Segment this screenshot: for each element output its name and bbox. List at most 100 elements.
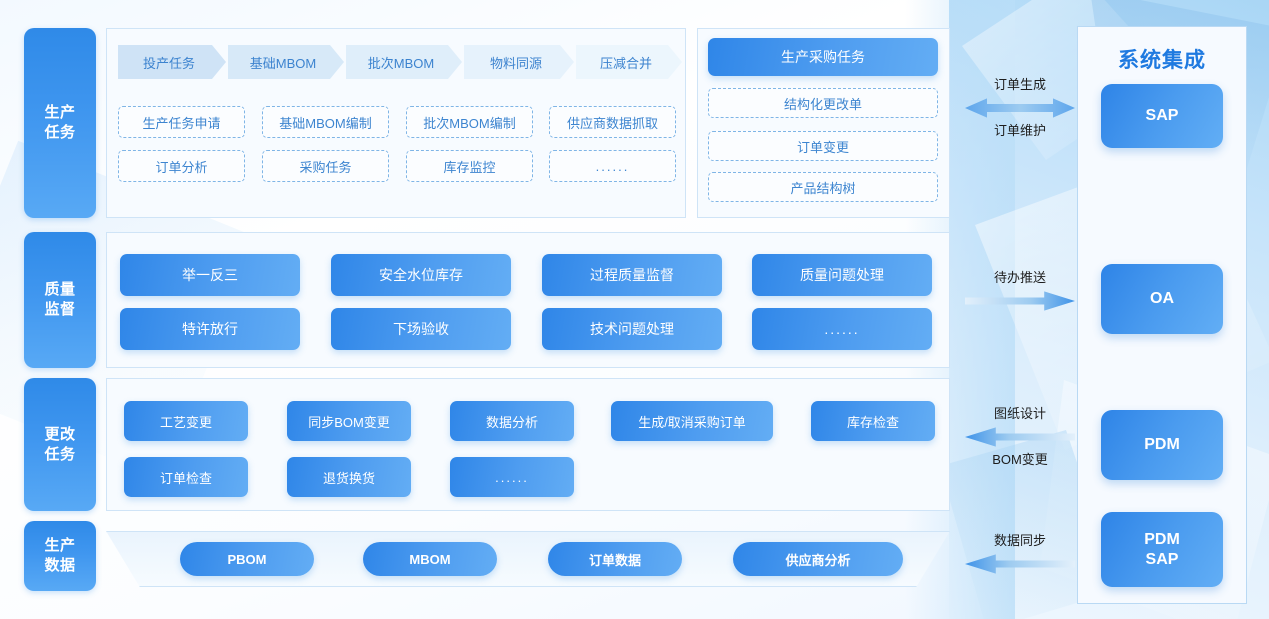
task-chip-label: 基础MBOM编制 bbox=[279, 115, 372, 131]
system-item-oa[interactable]: OA bbox=[1101, 264, 1223, 334]
category-label-line2: 任务 bbox=[44, 445, 76, 463]
task-chip[interactable]: 库存监控 bbox=[406, 150, 533, 182]
production-data-label: MBOM bbox=[409, 551, 451, 567]
quality-chip[interactable]: 特许放行 bbox=[120, 308, 300, 350]
arrow-top-label: 订单生成 bbox=[993, 77, 1046, 92]
chevron-step-4[interactable]: 物料同源 bbox=[464, 45, 574, 79]
system-item-pdm-sap[interactable]: PDM SAP bbox=[1101, 512, 1223, 587]
chevron-label: 批次MBOM bbox=[367, 55, 435, 71]
category-label-line2: 监督 bbox=[44, 301, 76, 318]
production-data-chip[interactable]: 订单数据 bbox=[548, 542, 682, 576]
task-chip-label: 库存监控 bbox=[443, 159, 496, 175]
change-chip-label: 工艺变更 bbox=[159, 414, 212, 430]
task-chip[interactable]: 生产任务申请 bbox=[118, 106, 245, 138]
quality-chip-label: 过程质量监督 bbox=[590, 267, 674, 283]
arrow-group-todo-push: 待办推送 bbox=[960, 268, 1080, 314]
quality-chip-label: ...... bbox=[824, 321, 860, 337]
change-chip-more[interactable]: ...... bbox=[450, 457, 574, 497]
change-chip-label: 生成/取消采购订单 bbox=[638, 414, 746, 430]
change-chip[interactable]: 工艺变更 bbox=[124, 401, 248, 441]
category-label-line2: 任务 bbox=[44, 124, 76, 141]
arrow-group-data-sync: 数据同步 bbox=[960, 531, 1080, 577]
category-label-line1: 更改 bbox=[44, 425, 76, 443]
change-chip-label: 数据分析 bbox=[485, 414, 538, 430]
change-chip[interactable]: 库存检查 bbox=[811, 401, 935, 441]
arrow-left-icon bbox=[965, 554, 1075, 574]
change-chip[interactable]: 数据分析 bbox=[450, 401, 574, 441]
arrow-top-label: 待办推送 bbox=[993, 270, 1046, 285]
task-chip-label: 批次MBOM编制 bbox=[423, 115, 516, 131]
arrow-bottom-label: 订单维护 bbox=[993, 123, 1046, 138]
quality-chip[interactable]: 安全水位库存 bbox=[331, 254, 511, 296]
production-data-chip[interactable]: MBOM bbox=[363, 542, 497, 576]
quality-chip[interactable]: 过程质量监督 bbox=[542, 254, 722, 296]
system-item-label: SAP bbox=[1145, 107, 1179, 124]
procurement-item-label: 产品结构树 bbox=[790, 180, 856, 196]
procurement-item-label: 结构化更改单 bbox=[783, 96, 862, 112]
production-data-label: PBOM bbox=[227, 551, 267, 567]
task-chip-more[interactable]: ...... bbox=[549, 150, 676, 182]
change-chip[interactable]: 退货换货 bbox=[287, 457, 411, 497]
arrow-top-label: 数据同步 bbox=[993, 533, 1046, 548]
category-tab-quality-supervision[interactable]: 质量 监督 bbox=[24, 232, 96, 368]
procurement-item-chip[interactable]: 结构化更改单 bbox=[708, 88, 938, 118]
quality-chip[interactable]: 技术问题处理 bbox=[542, 308, 722, 350]
system-item-label-line1: PDM bbox=[1144, 530, 1180, 548]
change-chip[interactable]: 订单检查 bbox=[124, 457, 248, 497]
bidirectional-arrow-icon bbox=[965, 98, 1075, 118]
quality-chip-label: 举一反三 bbox=[182, 267, 238, 283]
quality-chip[interactable]: 举一反三 bbox=[120, 254, 300, 296]
chevron-step-2[interactable]: 基础MBOM bbox=[228, 45, 344, 79]
system-item-pdm[interactable]: PDM bbox=[1101, 410, 1223, 480]
production-data-chip[interactable]: PBOM bbox=[180, 542, 314, 576]
arrow-bottom-label: BOM变更 bbox=[992, 452, 1048, 467]
task-chip[interactable]: 供应商数据抓取 bbox=[549, 106, 676, 138]
quality-chip-label: 下场验收 bbox=[393, 321, 449, 337]
quality-chip-label: 技术问题处理 bbox=[590, 321, 674, 337]
change-chip[interactable]: 同步BOM变更 bbox=[287, 401, 411, 441]
procurement-header-chip[interactable]: 生产采购任务 bbox=[708, 38, 938, 76]
category-tab-change-task[interactable]: 更改 任务 bbox=[24, 378, 96, 511]
quality-chip[interactable]: 下场验收 bbox=[331, 308, 511, 350]
quality-chip-more[interactable]: ...... bbox=[752, 308, 932, 350]
production-data-chip[interactable]: 供应商分析 bbox=[733, 542, 903, 576]
arrow-group-order: 订单生成 订单维护 bbox=[960, 75, 1080, 141]
system-item-label: OA bbox=[1150, 290, 1174, 307]
category-label-line1: 生产 bbox=[44, 537, 76, 554]
task-chip[interactable]: 采购任务 bbox=[262, 150, 389, 182]
chevron-label: 压减合并 bbox=[599, 55, 652, 71]
production-data-label: 供应商分析 bbox=[785, 552, 851, 568]
procurement-header-label: 生产采购任务 bbox=[781, 49, 865, 65]
chevron-label: 物料同源 bbox=[489, 55, 542, 71]
system-item-sap[interactable]: SAP bbox=[1101, 84, 1223, 148]
procurement-item-label: 订单变更 bbox=[796, 139, 849, 155]
change-chip-label: 退货换货 bbox=[322, 470, 375, 486]
procurement-item-chip[interactable]: 订单变更 bbox=[708, 131, 938, 161]
procurement-item-chip[interactable]: 产品结构树 bbox=[708, 172, 938, 202]
production-data-label: 订单数据 bbox=[588, 552, 641, 568]
task-chip[interactable]: 批次MBOM编制 bbox=[406, 106, 533, 138]
task-chip-label: 采购任务 bbox=[299, 159, 352, 175]
task-chip-label: 订单分析 bbox=[155, 159, 208, 175]
arrow-top-label: 图纸设计 bbox=[993, 406, 1046, 421]
task-chip-label: 生产任务申请 bbox=[142, 115, 221, 131]
chevron-step-3[interactable]: 批次MBOM bbox=[346, 45, 462, 79]
change-chip[interactable]: 生成/取消采购订单 bbox=[611, 401, 773, 441]
arrow-left-icon bbox=[965, 427, 1075, 447]
chevron-step-1[interactable]: 投产任务 bbox=[118, 45, 226, 79]
arrow-right-icon bbox=[965, 291, 1075, 311]
chevron-label: 基础MBOM bbox=[249, 55, 317, 71]
category-tab-production-data[interactable]: 生产 数据 bbox=[24, 521, 96, 591]
quality-chip-label: 安全水位库存 bbox=[379, 267, 463, 283]
quality-chip[interactable]: 质量问题处理 bbox=[752, 254, 932, 296]
change-chip-label: 库存检查 bbox=[846, 414, 899, 430]
task-chip[interactable]: 基础MBOM编制 bbox=[262, 106, 389, 138]
system-integration-title: 系统集成 bbox=[1118, 49, 1206, 72]
task-chip[interactable]: 订单分析 bbox=[118, 150, 245, 182]
quality-chip-label: 质量问题处理 bbox=[800, 267, 884, 283]
category-tab-production-task[interactable]: 生产 任务 bbox=[24, 28, 96, 218]
chevron-label: 投产任务 bbox=[142, 55, 195, 71]
chevron-step-5[interactable]: 压减合并 bbox=[576, 45, 682, 79]
task-chip-label: ...... bbox=[595, 158, 630, 174]
